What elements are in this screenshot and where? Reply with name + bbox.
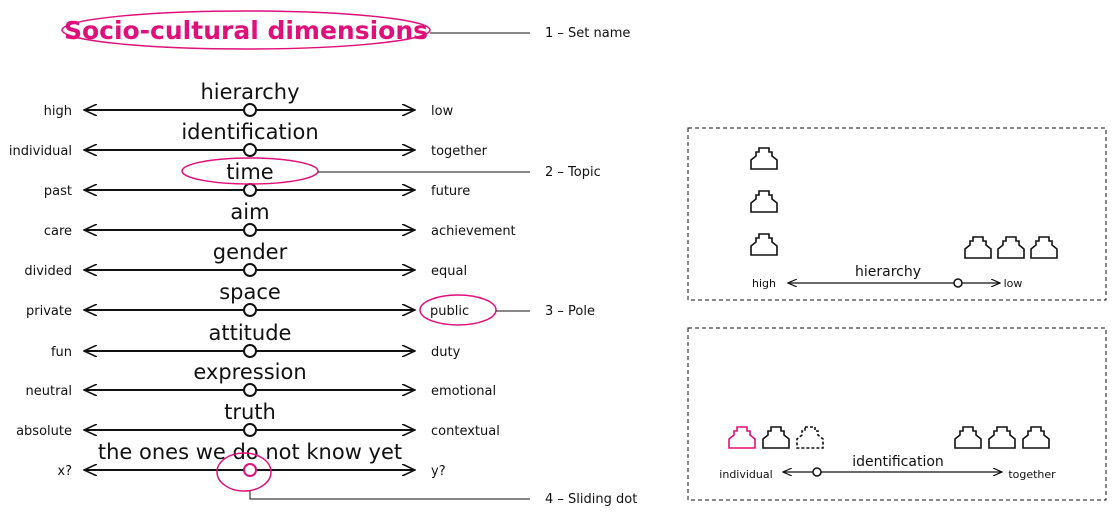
dimension-left-pole: individual — [9, 144, 72, 159]
person-icon — [750, 233, 778, 256]
identification-example-topic: identification — [852, 454, 944, 470]
dimension-topic: aim — [230, 200, 269, 224]
hierarchy-example-right: low — [1004, 277, 1023, 290]
dimension-topic: identification — [181, 120, 318, 144]
dimension-right-pole: duty — [431, 345, 461, 360]
dimension-right-pole: achievement — [431, 224, 516, 239]
identification-example: identification individual together — [719, 426, 1056, 481]
dimension-right-pole: public — [430, 304, 469, 319]
hierarchy-example-box — [687, 127, 1107, 301]
person-icon — [964, 236, 992, 259]
dimension-left-pole: past — [44, 184, 72, 199]
identification-example-box — [687, 327, 1107, 501]
dimension-topic: attitude — [209, 321, 292, 345]
person-icon — [728, 426, 756, 449]
dimension-right-pole: contextual — [431, 424, 500, 439]
sliding-dot[interactable] — [243, 183, 257, 197]
sliding-dot[interactable] — [243, 423, 257, 437]
dimension-topic: hierarchy — [200, 80, 299, 104]
identification-example-left: individual — [719, 468, 772, 481]
person-icon — [997, 236, 1025, 259]
person-icon — [750, 190, 778, 213]
callout-topic: 2 – Topic — [545, 165, 601, 180]
dimension-row: the ones we do not know yet x? y? — [57, 440, 445, 479]
person-icon — [1030, 236, 1058, 259]
dimension-row: hierarchy high low — [44, 80, 454, 119]
topic-highlight — [181, 157, 319, 185]
dimension-left-pole: fun — [51, 345, 72, 360]
sliding-dot[interactable] — [243, 344, 257, 358]
dimension-right-pole: equal — [431, 264, 467, 279]
pole-highlight — [419, 294, 497, 326]
sliding-dot[interactable] — [243, 303, 257, 317]
dimension-row: time past future — [44, 160, 470, 199]
person-icon — [750, 147, 778, 170]
dimension-topic: truth — [224, 400, 276, 424]
dimension-right-pole: together — [431, 144, 488, 159]
hierarchy-example-topic: hierarchy — [855, 264, 921, 280]
dimension-row: aim care achievement — [44, 200, 516, 239]
sliding-dot[interactable] — [243, 223, 257, 237]
dimension-list: hierarchy high low identification individual… — [9, 80, 516, 479]
dimension-row: truth absolute contextual — [16, 400, 500, 439]
sliding-dot[interactable] — [243, 463, 257, 477]
sliding-dot-highlight — [216, 452, 272, 492]
dimension-right-pole: future — [431, 184, 470, 199]
identification-example-dot[interactable] — [812, 467, 822, 477]
dimension-topic: the ones we do not know yet — [98, 440, 402, 464]
dimension-left-pole: neutral — [26, 384, 73, 399]
dimension-left-pole: divided — [24, 264, 72, 279]
callout-pole: 3 – Pole — [545, 304, 595, 319]
dimension-topic: space — [219, 280, 281, 304]
person-icon — [1022, 426, 1050, 449]
sliding-dot[interactable] — [243, 383, 257, 397]
dimension-topic: time — [226, 160, 273, 184]
sliding-dot[interactable] — [243, 143, 257, 157]
dimension-left-pole: absolute — [16, 424, 72, 439]
dimension-row: expression neutral emotional — [26, 360, 497, 399]
set-name-title: Socio-cultural dimensions — [64, 16, 428, 45]
identification-example-right: together — [1008, 468, 1056, 481]
sliding-dot[interactable] — [243, 263, 257, 277]
dimension-right-pole: low — [431, 104, 454, 119]
person-icon — [762, 426, 790, 449]
dimension-row: attitude fun duty — [51, 321, 461, 360]
set-name-highlight — [61, 10, 431, 50]
callout-line-sliding-dot — [249, 491, 530, 500]
sliding-dot[interactable] — [243, 103, 257, 117]
dimension-left-pole: private — [26, 304, 72, 319]
dimension-left-pole: x? — [57, 464, 72, 479]
person-icon — [954, 426, 982, 449]
person-icon — [796, 426, 824, 449]
dimension-right-pole: y? — [431, 464, 446, 479]
callout-set-name: 1 – Set name — [545, 26, 630, 41]
dimension-topic: expression — [193, 360, 306, 384]
dimension-left-pole: high — [44, 104, 72, 119]
dimension-row: space private public — [26, 280, 469, 319]
hierarchy-example-left: high — [752, 277, 776, 290]
hierarchy-example-dot[interactable] — [953, 278, 963, 288]
dimension-row: gender divided equal — [24, 240, 467, 279]
person-icon — [988, 426, 1016, 449]
dimension-right-pole: emotional — [431, 384, 496, 399]
callout-sliding-dot: 4 – Sliding dot — [545, 492, 637, 507]
dimension-topic: gender — [213, 240, 288, 264]
hierarchy-example: hierarchy high low — [750, 147, 1058, 290]
dimension-left-pole: care — [44, 224, 72, 239]
dimension-row: identification individual together — [9, 120, 488, 159]
